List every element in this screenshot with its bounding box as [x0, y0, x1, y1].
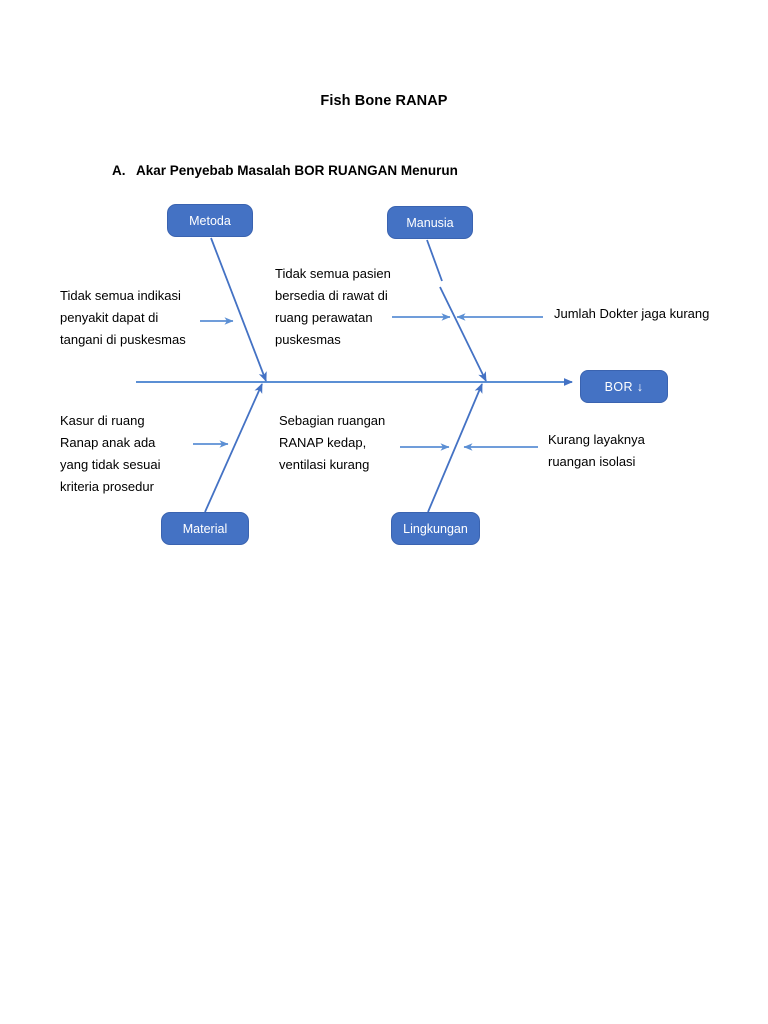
- category-box-material[interactable]: Material: [161, 512, 249, 545]
- section-heading-text: Akar Penyebab Masalah BOR RUANGAN Menuru…: [136, 163, 458, 178]
- category-box-metoda[interactable]: Metoda: [167, 204, 253, 237]
- cause-text-metoda: Tidak semua indikasi penyakit dapat di t…: [60, 288, 186, 347]
- section-marker: A.: [112, 163, 126, 178]
- category-box-lingkungan[interactable]: Lingkungan: [391, 512, 480, 545]
- section-heading: A. Akar Penyebab Masalah BOR RUANGAN Menu…: [112, 163, 458, 178]
- cause-text-manusia: Tidak semua pasien bersedia di rawat di …: [275, 266, 391, 347]
- cause-text-lingkungan: Sebagian ruangan RANAP kedap, ventilasi …: [279, 413, 386, 472]
- bone-material: [204, 383, 263, 513]
- bone-lingkungan: [427, 383, 483, 513]
- cause-text-jumlah-dokter: Jumlah Dokter jaga kurang: [554, 306, 710, 321]
- effect-box-bor[interactable]: BOR ↓: [580, 370, 668, 403]
- cause-text-material: Kasur di ruang Ranap anak ada yang tidak…: [60, 413, 161, 494]
- category-box-manusia[interactable]: Manusia: [387, 206, 473, 239]
- page-title: Fish Bone RANAP: [320, 93, 448, 109]
- bone-manusia: [426, 239, 487, 382]
- bone-metoda: [210, 237, 267, 382]
- cause-text-ruangan-isolasi: Kurang layaknya ruangan isolasi: [548, 432, 645, 469]
